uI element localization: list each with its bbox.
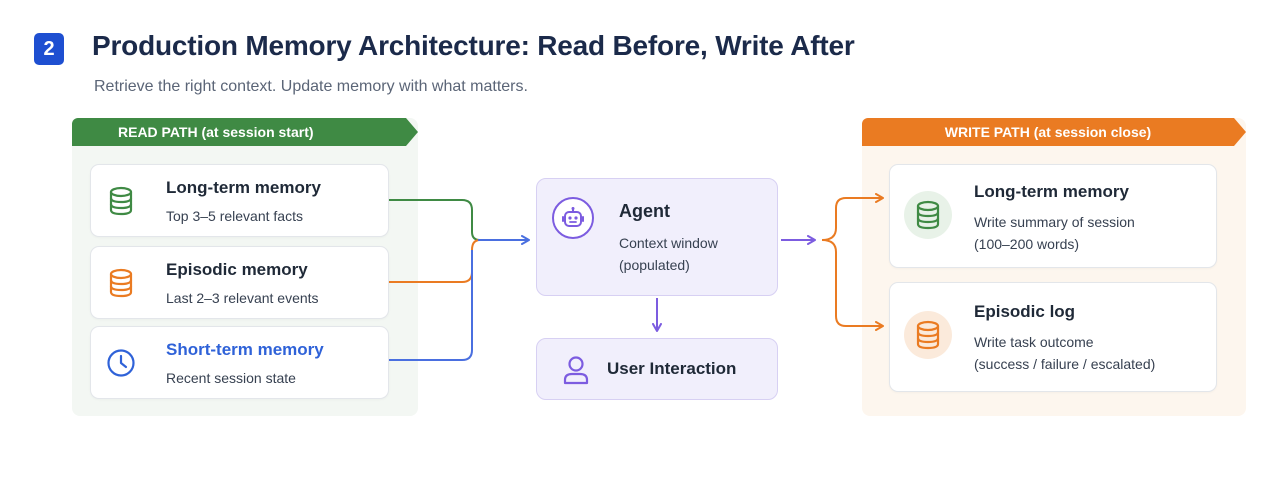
read-long-term-title: Long-term memory <box>166 178 321 197</box>
page-title: Production Memory Architecture: Read Bef… <box>92 30 855 61</box>
write-long-term-title: Long-term memory <box>974 182 1129 201</box>
connector-long-term-read <box>389 199 490 241</box>
read-short-term-memory-card: Short-term memory Recent session state <box>90 326 389 399</box>
user-icon <box>561 353 591 387</box>
clock-icon <box>105 343 137 383</box>
write-long-term-sub-2: (100–200 words) <box>974 236 1080 252</box>
database-icon <box>105 263 137 303</box>
robot-icon <box>552 197 594 239</box>
read-short-term-sub: Recent session state <box>166 370 296 386</box>
write-episodic-sub-1: Write task outcome <box>974 334 1094 350</box>
write-episodic-log-card: Episodic log Write task outcome (success… <box>889 282 1217 392</box>
user-interaction-card: User Interaction <box>536 338 778 400</box>
write-long-term-memory-card: Long-term memory Write summary of sessio… <box>889 164 1217 268</box>
write-long-term-sub-1: Write summary of session <box>974 214 1135 230</box>
page-subtitle: Retrieve the right context. Update memor… <box>94 78 528 95</box>
database-icon <box>105 181 137 221</box>
read-episodic-title: Episodic memory <box>166 260 308 279</box>
database-icon <box>904 311 952 359</box>
connector-short-term-read <box>389 250 473 361</box>
read-short-term-title: Short-term memory <box>166 340 324 359</box>
database-icon <box>904 191 952 239</box>
agent-context-window-label: Context window <box>619 235 718 251</box>
read-episodic-sub: Last 2–3 relevant events <box>166 290 319 306</box>
agent-title: Agent <box>619 201 670 221</box>
write-episodic-sub-2: (success / failure / escalated) <box>974 356 1156 372</box>
connector-episodic-read <box>389 239 490 283</box>
connector-write-episodic <box>821 239 884 331</box>
read-long-term-memory-card: Long-term memory Top 3–5 relevant facts <box>90 164 389 237</box>
connector-write-long-term <box>821 193 884 241</box>
step-badge: 2 <box>34 33 64 65</box>
agent-populated-label: (populated) <box>619 257 690 273</box>
read-long-term-sub: Top 3–5 relevant facts <box>166 208 303 224</box>
read-episodic-memory-card: Episodic memory Last 2–3 relevant events <box>90 246 389 319</box>
write-episodic-title: Episodic log <box>974 302 1076 321</box>
user-interaction-label: User Interaction <box>607 359 737 378</box>
read-path-banner: READ PATH (at session start) <box>72 118 418 146</box>
agent-card: Agent Context window (populated) <box>536 178 778 296</box>
write-path-banner: WRITE PATH (at session close) <box>862 118 1246 146</box>
